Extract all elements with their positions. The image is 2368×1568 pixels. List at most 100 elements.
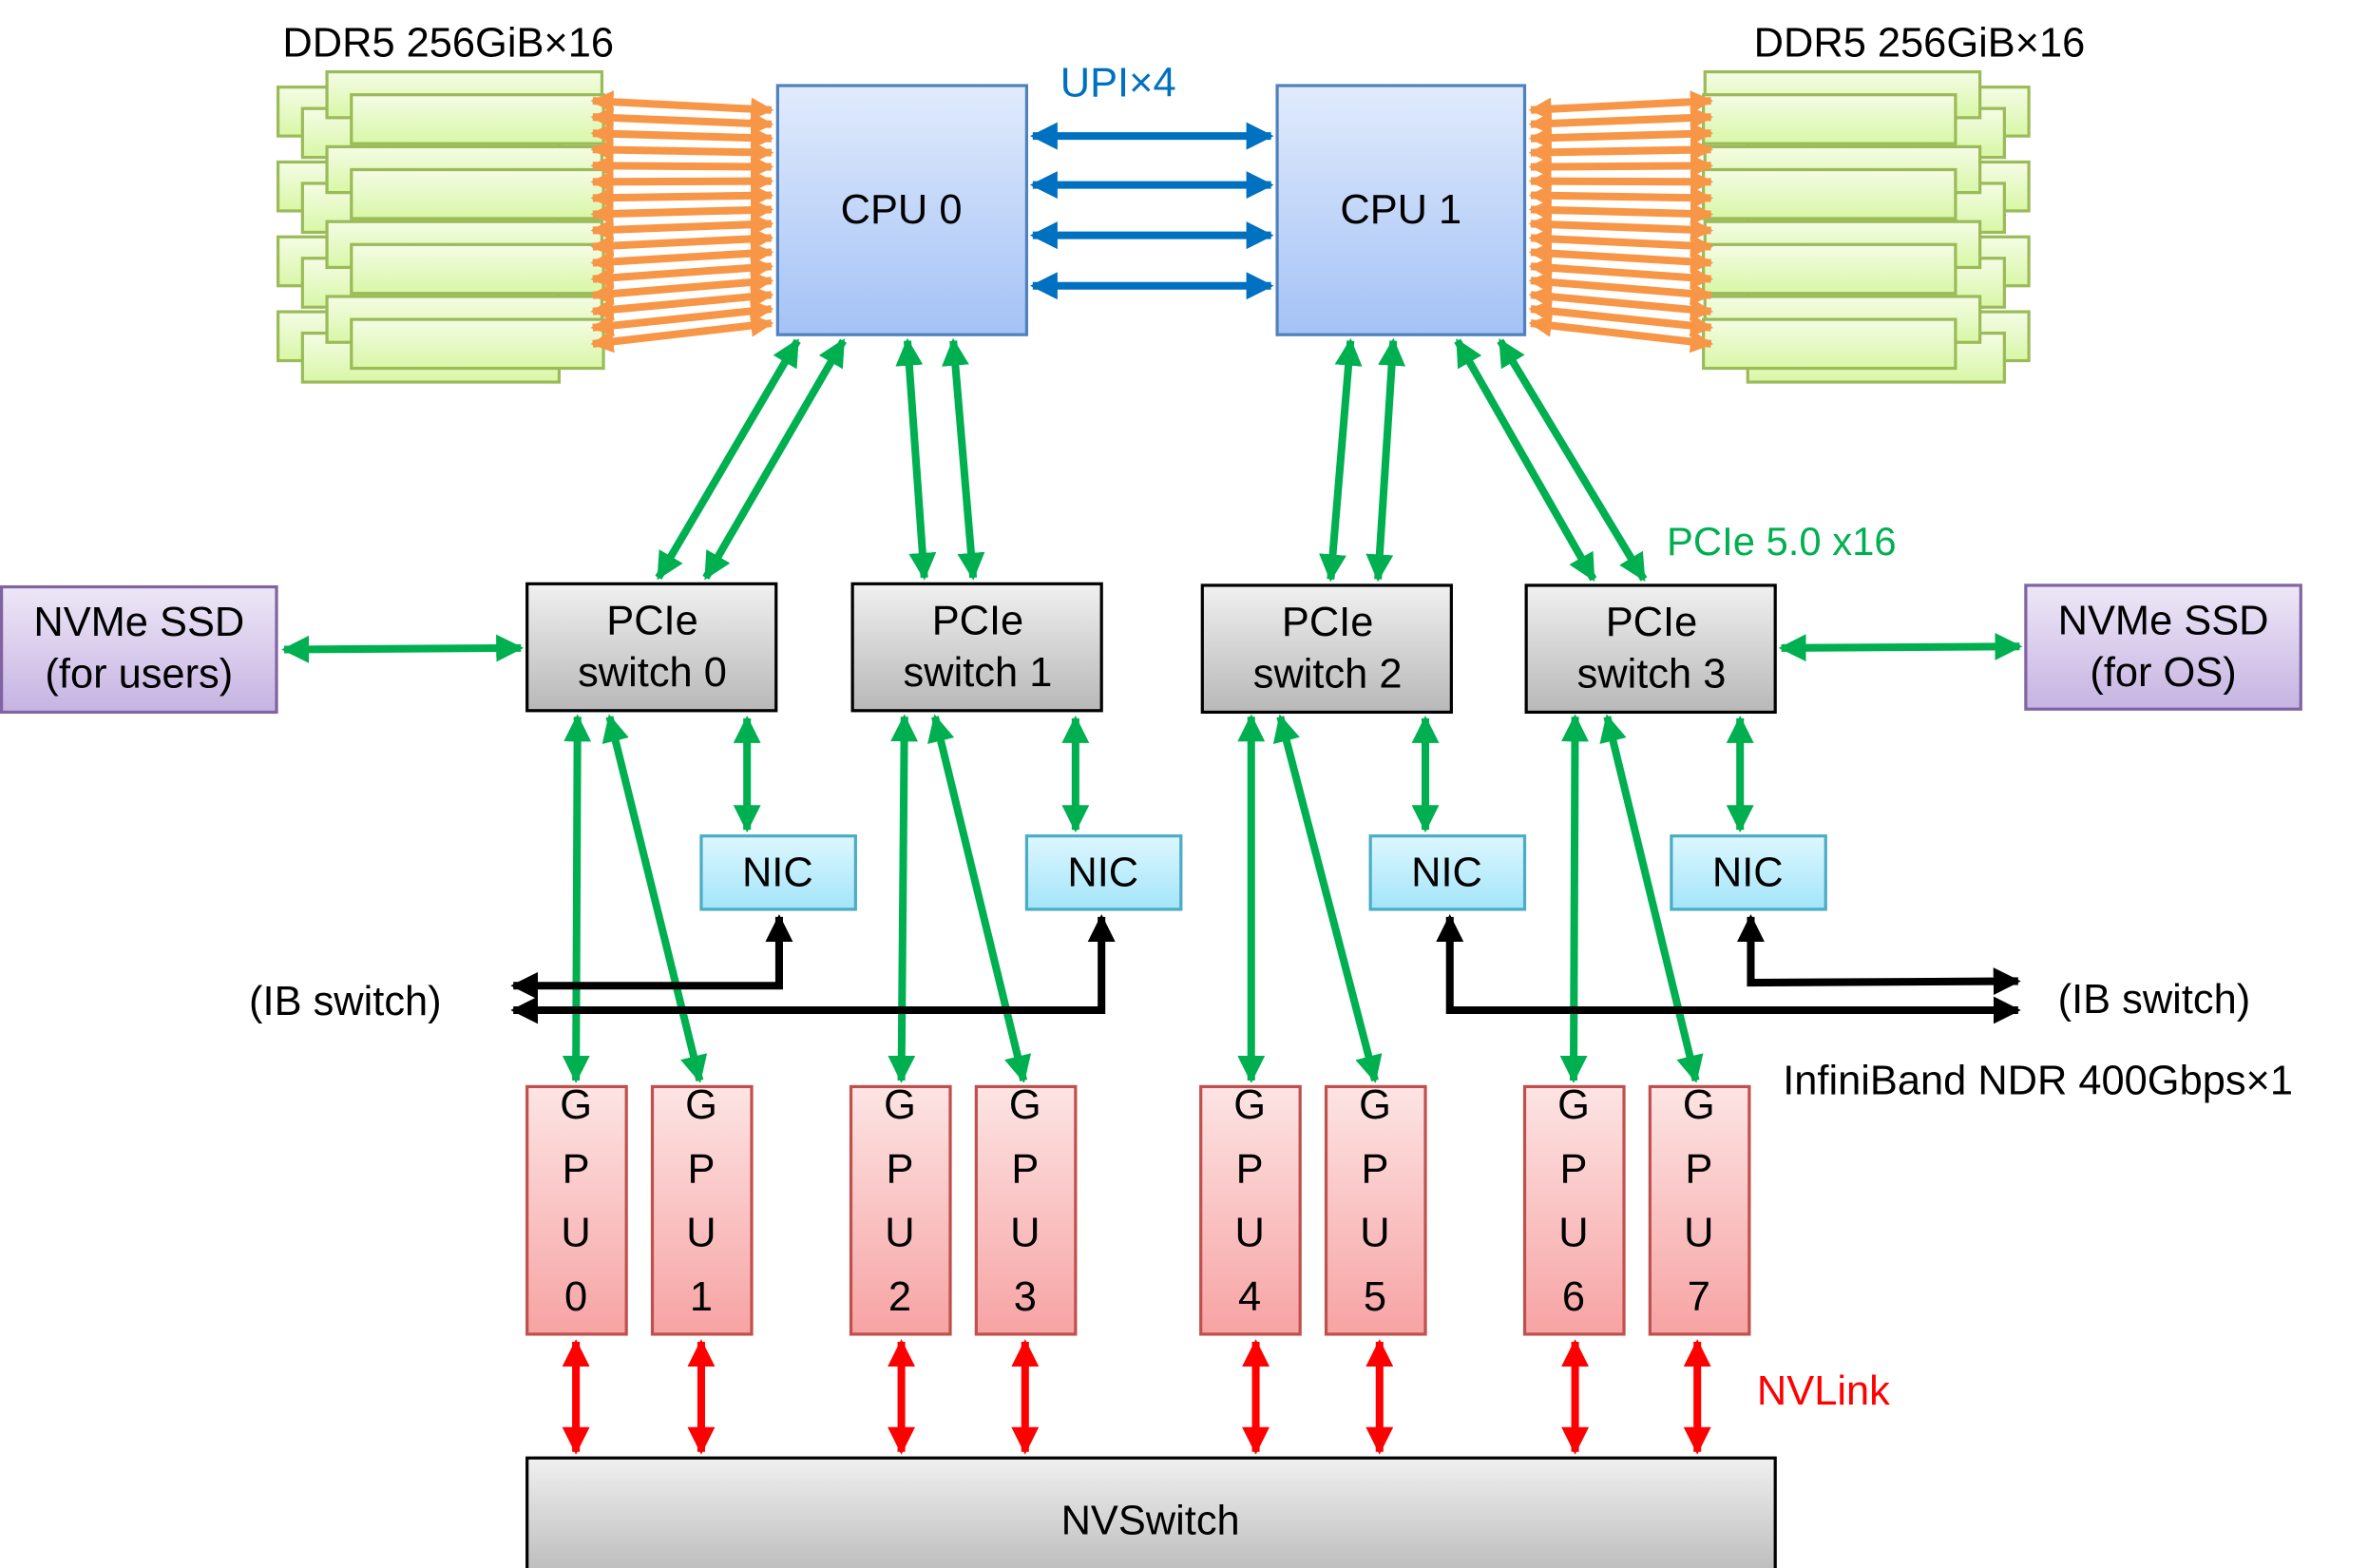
pcie-link-switch-gpu <box>1272 714 1383 1083</box>
nic-0: NIC <box>699 834 857 911</box>
memory-channel-arrow <box>1528 90 1714 121</box>
dimm-module <box>350 317 605 371</box>
nvme-ssd-users: NVMe SSD (for users) <box>0 584 278 715</box>
pcie-switch-name: switch 1 <box>904 650 1053 696</box>
dimm-module <box>350 93 605 145</box>
ssd-purpose: (for OS) <box>2090 650 2236 696</box>
nics: NIC NIC NIC NIC <box>699 834 1827 911</box>
ssd-label: NVMe SSD <box>2058 598 2269 643</box>
pcie-link-cpu1-switch2 <box>1319 337 1363 583</box>
dimm-module <box>350 242 605 296</box>
pcie-switch-name: switch 3 <box>1577 652 1727 698</box>
ib-link-nic3 <box>1737 914 2021 996</box>
nic-3: NIC <box>1670 834 1827 911</box>
memory-channel-arrow <box>590 271 774 305</box>
pcie-link-cpu0-switch1 <box>895 337 937 581</box>
gpu-label: GPU2 <box>877 1082 923 1338</box>
memory-channel-arrow <box>590 256 774 290</box>
memory-channel-arrow <box>590 90 774 121</box>
nvswitch-label: NVSwitch <box>1061 1499 1240 1544</box>
memory-channel-arrow <box>1528 122 1714 150</box>
gpu-7: GPU7 <box>1648 1082 1751 1338</box>
cpu-label: CPU 1 <box>1340 187 1461 233</box>
memory-channel-arrow <box>1528 256 1714 290</box>
memory-channel-arrow <box>590 213 774 241</box>
pcie-switch-label: PCIe <box>1606 600 1697 645</box>
nvlink-label: NVLink <box>1757 1368 1890 1414</box>
gpu-5: GPU5 <box>1324 1082 1427 1338</box>
upi-label: UPI×4 <box>1060 60 1176 105</box>
memory-channel-arrow <box>590 241 774 274</box>
pcie-switch-2: PCIe switch 2 <box>1200 583 1453 715</box>
dimm-module <box>1702 93 1957 145</box>
pcie-switch-1: PCIe switch 1 <box>850 582 1103 713</box>
memory-channel-arrow <box>590 122 774 150</box>
gpu-6: GPU6 <box>1522 1082 1626 1338</box>
cpu-label: CPU 0 <box>841 187 963 233</box>
ib-switch-left: (IB switch) <box>249 979 442 1024</box>
gpu-0: GPU0 <box>525 1082 628 1338</box>
memory-channel-arrow <box>1528 213 1714 241</box>
memory-channel-arrow <box>590 183 774 210</box>
infiniband-links <box>510 914 2021 1024</box>
ssd-purpose: (for users) <box>45 652 233 698</box>
pcie-link-ssd-users <box>281 634 525 663</box>
gpu-2: GPU2 <box>849 1082 952 1338</box>
memory-label-right: DDR5 256GiB×16 <box>1754 20 2086 66</box>
memory-channel-arrow <box>1528 154 1714 179</box>
memory-channel-arrow <box>590 227 774 258</box>
pcie-link-switch-gpu <box>1559 714 1589 1083</box>
memory-channel-arrow <box>590 154 774 179</box>
nic-2: NIC <box>1368 834 1527 911</box>
memory-channel-arrow <box>1528 105 1714 135</box>
pcie-label: PCIe 5.0 x16 <box>1667 519 1897 564</box>
dimm-modules <box>277 69 2031 384</box>
memory-channel-arrow <box>590 199 774 225</box>
memory-channel-arrow <box>590 106 774 135</box>
gpu-label: GPU1 <box>678 1082 724 1338</box>
memory-bus-arrows <box>590 90 1714 354</box>
nic-1: NIC <box>1024 834 1183 911</box>
pcie-switch-label: PCIe <box>932 598 1023 643</box>
pcie-switch-label: PCIe <box>606 598 697 643</box>
dimm-module <box>1702 167 1957 220</box>
pcie-switch-3: PCIe switch 3 <box>1524 583 1777 715</box>
nic-label: NIC <box>1411 851 1482 896</box>
memory-channel-arrow <box>590 138 774 164</box>
cpu-1: CPU 1 <box>1275 84 1527 336</box>
pcie-switch-name: switch 2 <box>1253 652 1403 698</box>
pcie-link-cpu0-switch1 <box>941 337 985 581</box>
cpu-0: CPU 0 <box>775 84 1029 336</box>
memory-label-left: DDR5 256GiB×16 <box>282 20 614 66</box>
pcie-switch-label: PCIe <box>1282 600 1373 645</box>
memory-channel-arrow <box>1528 241 1714 274</box>
pcie-link-switch-gpu <box>562 714 592 1083</box>
nic-label: NIC <box>1067 851 1138 896</box>
memory-channel-arrow <box>1528 227 1714 258</box>
nvlink-links <box>562 1339 1711 1455</box>
upi-links <box>1029 122 1274 300</box>
gpu-4: GPU4 <box>1199 1082 1302 1338</box>
pcie-link-switch-gpu <box>602 714 708 1083</box>
ib-link-nic1 <box>510 914 1116 1024</box>
ib-switch-right: (IB switch) <box>2058 977 2251 1023</box>
memory-channel-arrow <box>1528 314 1714 354</box>
nvme-ssd-os: NVMe SSD (for OS) <box>2024 583 2302 711</box>
ssd-label: NVMe SSD <box>33 600 244 645</box>
gpu-label: GPU6 <box>1551 1082 1596 1338</box>
pcie-link-switch-gpu <box>888 714 919 1083</box>
ib-link-nic0 <box>510 914 793 1000</box>
memory-channel-arrow <box>590 314 774 354</box>
gpu-1: GPU1 <box>650 1082 754 1338</box>
infiniband-label: InfiniBand NDR 400Gbps×1 <box>1783 1058 2293 1103</box>
gpu-label: GPU5 <box>1352 1082 1398 1338</box>
nvswitch: NVSwitch <box>525 1456 1777 1568</box>
memory-channel-arrow <box>1528 198 1714 225</box>
memory-channel-arrow <box>1528 138 1714 164</box>
memory-channel-arrow <box>1528 183 1714 210</box>
pcie-link-cpu1-switch2 <box>1365 337 1406 583</box>
ib-link-nic2 <box>1436 914 2021 1024</box>
